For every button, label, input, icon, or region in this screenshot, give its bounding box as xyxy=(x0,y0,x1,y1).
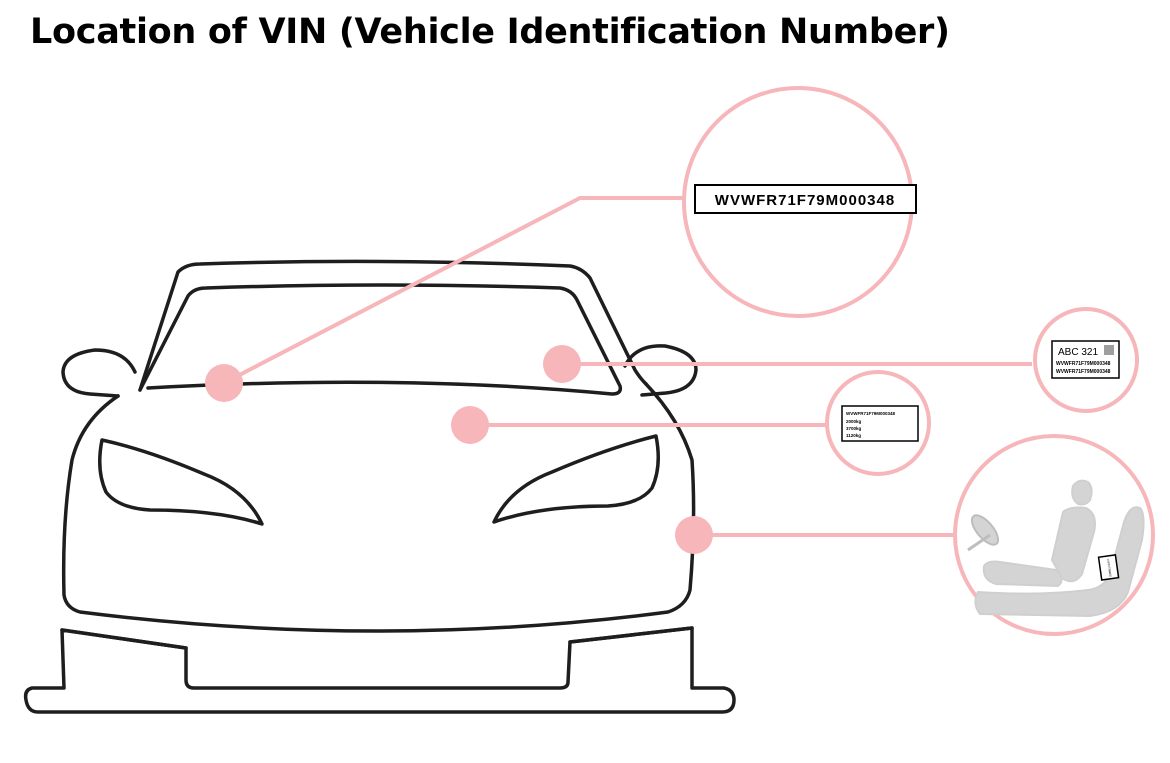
engine-bay-label xyxy=(841,405,919,442)
engine-bay-weight-2: 3700kg xyxy=(846,426,862,431)
engine-bay-marker[interactable] xyxy=(451,406,489,444)
callout-lines xyxy=(223,196,1032,537)
engine-bay-weight-3: 1120kg xyxy=(846,433,861,438)
windshield-marker[interactable] xyxy=(205,364,243,402)
seat-vin-tag: WVWFR71F79M000348 xyxy=(1097,554,1120,581)
windshield-vin-text: WVWFR71F79M000348 xyxy=(715,192,895,209)
door-pillar-plate-number: ABC 321 xyxy=(1058,347,1098,358)
location-markers xyxy=(205,345,713,554)
engine-bay-weight-1: 2000kg xyxy=(846,419,862,424)
engine-bay-callout: WVWFR71F79M000348 2000kg 3700kg 1120kg xyxy=(825,370,931,476)
car-seat-icon xyxy=(974,479,1145,617)
door-pillar-vin-line-2: WVWFR71F79M000348 xyxy=(1056,369,1111,375)
door-pillar-callout: ABC 321 WVWFR71F79M000348 WVWFR71F79M000… xyxy=(1033,307,1139,413)
page-title: Location of VIN (Vehicle Identification … xyxy=(30,12,950,52)
car-outline-icon xyxy=(23,259,736,714)
door-pillar-plate-square xyxy=(1104,345,1114,355)
windshield-vin-label xyxy=(694,184,917,214)
door-pillar-vin-line-1: WVWFR71F79M000348 xyxy=(1056,361,1111,367)
windshield-leader-line xyxy=(223,196,686,385)
seat-marker[interactable] xyxy=(675,516,713,554)
steering-wheel-icon xyxy=(967,514,1000,552)
seat-callout: WVWFR71F79M000348 xyxy=(953,434,1155,636)
seat-vin-tag-text: WVWFR71F79M000348 xyxy=(1106,559,1112,578)
engine-bay-vin-line: WVWFR71F79M000348 xyxy=(846,411,896,416)
door-pillar-marker[interactable] xyxy=(543,345,581,383)
windshield-callout: WVWFR71F79M000348 xyxy=(682,86,917,318)
